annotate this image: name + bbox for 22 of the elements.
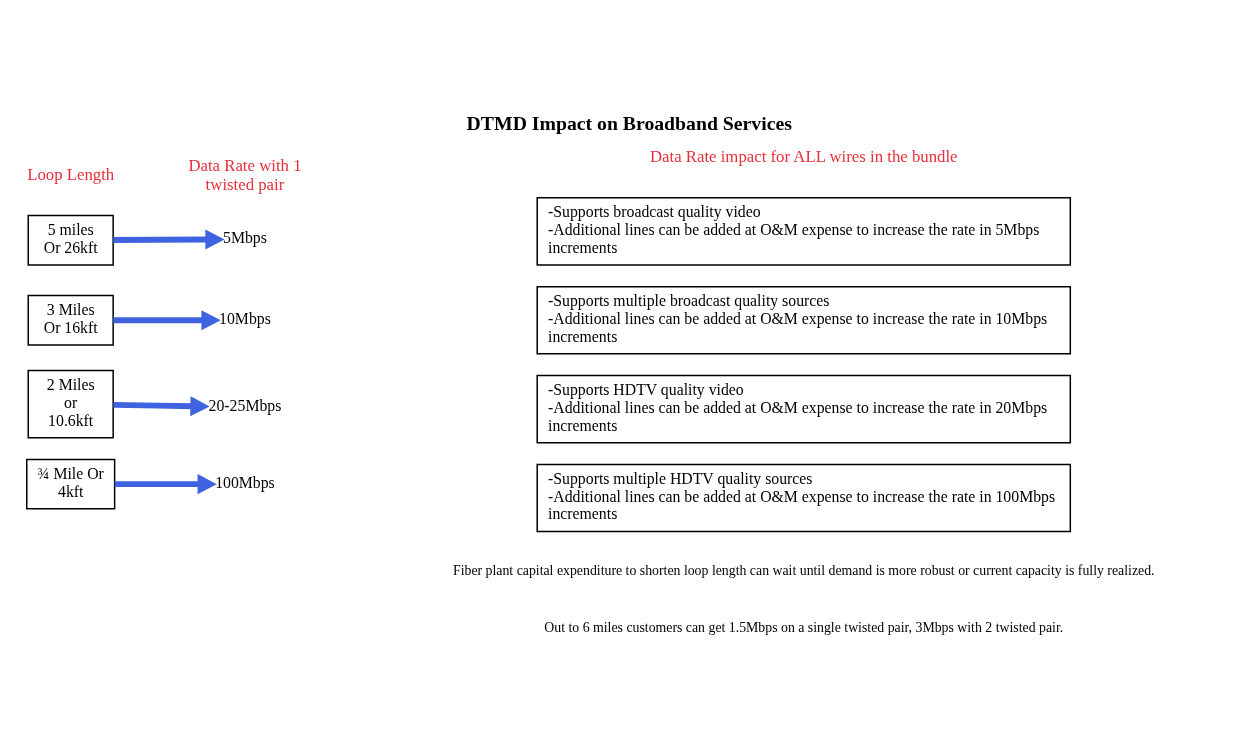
node-text: 10Mbps	[219, 309, 271, 327]
node-box: 5 miles Or 26kft	[27, 214, 114, 266]
label: Data Rate with 1 twisted pair	[188, 155, 302, 194]
label: Loop Length	[27, 164, 115, 184]
arrow	[113, 228, 225, 250]
arrow	[113, 309, 221, 330]
node-box: 2 Miles or 10.6kft	[27, 369, 114, 438]
arrow	[114, 473, 217, 494]
node-box: -Supports HDTV quality video -Additional lines can be added at O&M expense to increase the rate in 20Mbps increments	[536, 374, 1072, 443]
node-text: 20-25Mbps	[208, 396, 282, 414]
node-box: 3 Miles Or 16kft	[27, 294, 114, 346]
diagram-title: DTMD Impact on Broadband Services	[466, 111, 792, 134]
label: Fiber plant capital expenditure to shorten loop length can wait until demand is more robust or current capacity is fully realized.	[452, 562, 1155, 578]
node-box: -Supports multiple HDTV quality sources -Additional lines can be added at O&M expense to increase the rate in 100Mbps increments	[536, 463, 1072, 532]
arrow	[113, 395, 210, 416]
label: Data Rate impact for ALL wires in the bundle	[649, 146, 958, 166]
node-box: -Supports broadcast quality video -Additional lines can be added at O&M expense to increase the rate in 5Mbps increments	[536, 196, 1072, 266]
node-text: 100Mbps	[215, 473, 275, 491]
label: Out to 6 miles customers can get 1.5Mbps on a single twisted pair, 3Mbps with 2 twisted pair.	[544, 619, 1064, 635]
node-text: 5Mbps	[223, 228, 267, 246]
node-box: ¾ Mile Or 4kft	[26, 458, 116, 510]
node-box: -Supports multiple broadcast quality sources -Additional lines can be added at O&M expense to increase the rate in 10Mbps increments	[536, 285, 1072, 355]
